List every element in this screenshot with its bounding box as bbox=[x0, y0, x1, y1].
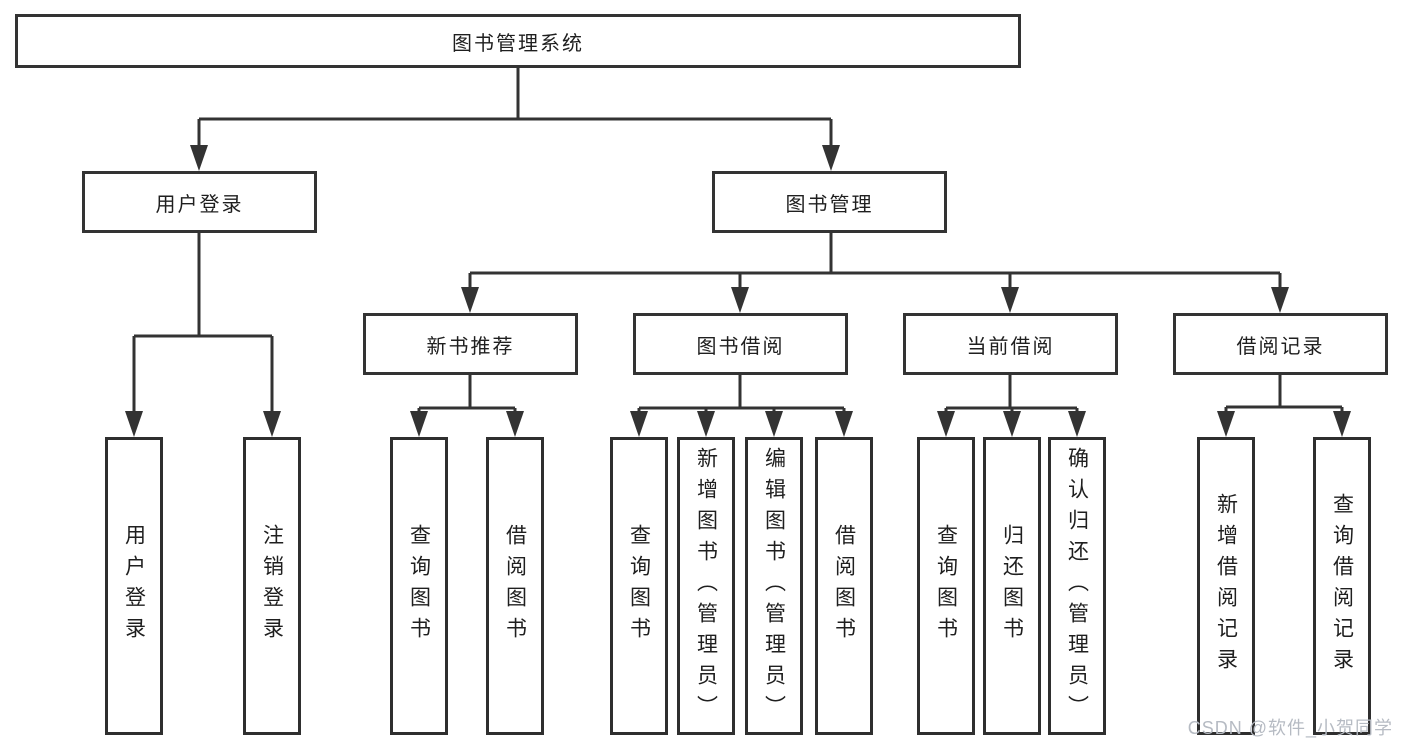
node-root-label: 图书管理系统 bbox=[452, 32, 584, 55]
leaf-query-books-borrow-label: 查询图书 bbox=[627, 524, 651, 648]
node-new-book-recommend: 新书推荐 bbox=[363, 313, 578, 375]
node-user-login: 用户登录 bbox=[82, 171, 317, 233]
leaf-add-books-admin: 新增图书（管理员） bbox=[677, 437, 735, 735]
node-book-management-label: 图书管理 bbox=[785, 193, 874, 216]
arrow-icon bbox=[1333, 411, 1351, 437]
arrow-icon bbox=[461, 287, 479, 313]
arrow-icon bbox=[410, 411, 428, 437]
leaf-borrow-books-newbook-label: 借阅图书 bbox=[503, 524, 527, 648]
leaf-add-borrow-record: 新增借阅记录 bbox=[1197, 437, 1255, 735]
leaf-add-books-admin-label: 新增图书（管理员） bbox=[694, 446, 718, 726]
arrow-icon bbox=[765, 411, 783, 437]
node-borrowing-records-label: 借阅记录 bbox=[1236, 335, 1325, 358]
node-book-management: 图书管理 bbox=[712, 171, 947, 233]
arrow-icon bbox=[731, 287, 749, 313]
leaf-user-login: 用户登录 bbox=[105, 437, 163, 735]
leaf-confirm-return-admin-label: 确认归还（管理员） bbox=[1065, 446, 1089, 726]
leaf-return-books-label: 归还图书 bbox=[1000, 524, 1024, 648]
leaf-return-books: 归还图书 bbox=[983, 437, 1041, 735]
arrow-icon bbox=[190, 145, 208, 171]
leaf-query-books-newbook-label: 查询图书 bbox=[407, 524, 431, 648]
leaf-borrow-books-label: 借阅图书 bbox=[832, 524, 856, 648]
node-root: 图书管理系统 bbox=[15, 14, 1021, 68]
arrow-icon bbox=[263, 411, 281, 437]
leaf-query-borrow-record: 查询借阅记录 bbox=[1313, 437, 1371, 735]
leaf-query-books-borrow: 查询图书 bbox=[610, 437, 668, 735]
leaf-edit-books-admin: 编辑图书（管理员） bbox=[745, 437, 803, 735]
leaf-borrow-books: 借阅图书 bbox=[815, 437, 873, 735]
leaf-logout: 注销登录 bbox=[243, 437, 301, 735]
node-book-borrowing: 图书借阅 bbox=[633, 313, 848, 375]
arrow-icon bbox=[697, 411, 715, 437]
leaf-add-borrow-record-label: 新增借阅记录 bbox=[1214, 493, 1238, 679]
leaf-borrow-books-newbook: 借阅图书 bbox=[486, 437, 544, 735]
leaf-query-books-newbook: 查询图书 bbox=[390, 437, 448, 735]
arrow-icon bbox=[1068, 411, 1086, 437]
leaf-confirm-return-admin: 确认归还（管理员） bbox=[1048, 437, 1106, 735]
leaf-query-books-current: 查询图书 bbox=[917, 437, 975, 735]
node-borrowing-records: 借阅记录 bbox=[1173, 313, 1388, 375]
arrow-icon bbox=[1271, 287, 1289, 313]
arrow-icon bbox=[125, 411, 143, 437]
arrow-icon bbox=[506, 411, 524, 437]
arrow-icon bbox=[1217, 411, 1235, 437]
leaf-query-books-current-label: 查询图书 bbox=[934, 524, 958, 648]
node-book-borrowing-label: 图书借阅 bbox=[696, 335, 785, 358]
leaf-edit-books-admin-label: 编辑图书（管理员） bbox=[762, 446, 786, 726]
node-new-book-recommend-label: 新书推荐 bbox=[426, 335, 515, 358]
arrow-icon bbox=[822, 145, 840, 171]
node-current-borrowing: 当前借阅 bbox=[903, 313, 1118, 375]
leaf-logout-label: 注销登录 bbox=[260, 524, 284, 648]
arrow-icon bbox=[1001, 287, 1019, 313]
arrow-icon bbox=[937, 411, 955, 437]
arrow-icon bbox=[835, 411, 853, 437]
node-user-login-label: 用户登录 bbox=[155, 193, 244, 216]
node-current-borrowing-label: 当前借阅 bbox=[966, 335, 1055, 358]
arrow-icon bbox=[630, 411, 648, 437]
leaf-user-login-label: 用户登录 bbox=[122, 524, 146, 648]
leaf-query-borrow-record-label: 查询借阅记录 bbox=[1330, 493, 1354, 679]
csdn-watermark: CSDN @软件_小贺同学 bbox=[1187, 718, 1393, 738]
arrow-icon bbox=[1003, 411, 1021, 437]
